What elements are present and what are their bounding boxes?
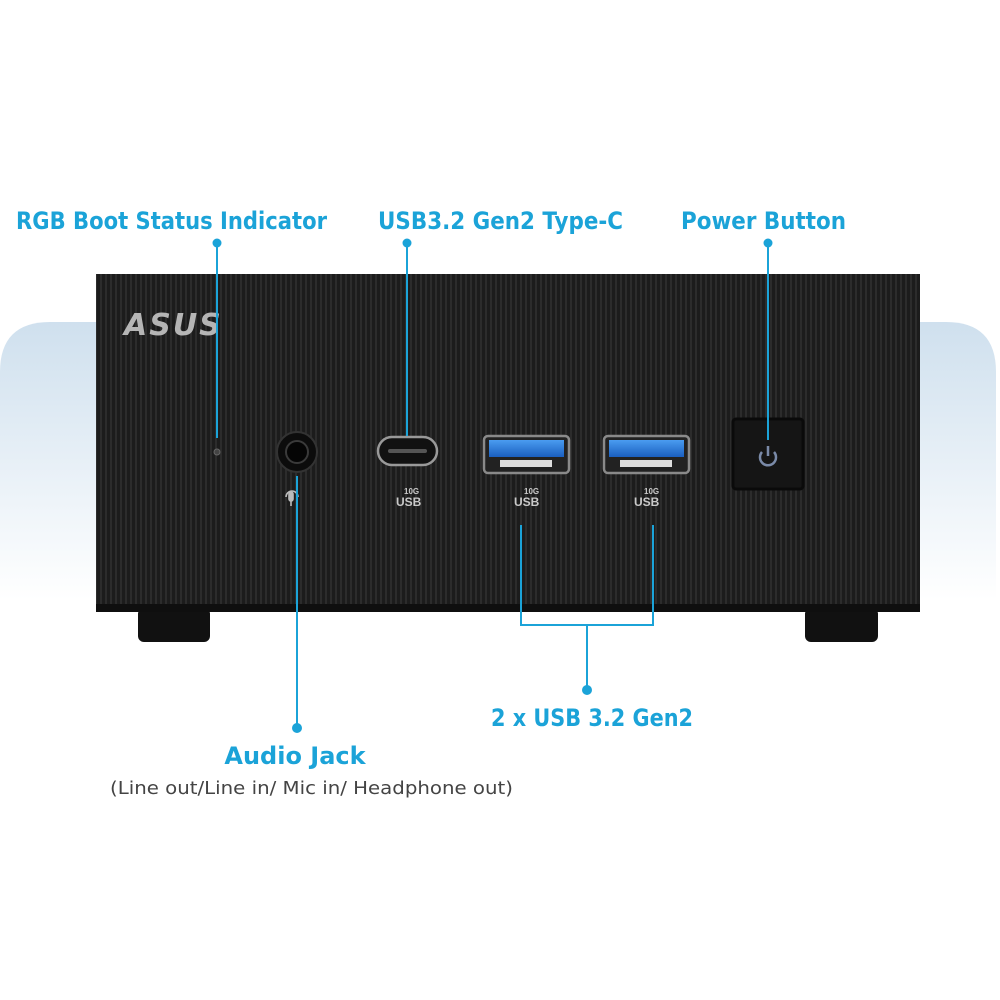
asus-logo: ASUS — [122, 308, 223, 343]
label-power-button: Power Button — [681, 207, 846, 235]
device-foot-right — [805, 608, 878, 642]
usb-a1-type-mark: USB — [514, 495, 540, 509]
usb-a2-speed-mark: 10G — [644, 487, 659, 496]
label-audio-jack: Audio Jack — [224, 742, 366, 770]
usb-a1-speed-mark: 10G — [524, 487, 539, 496]
usb-a-port-2 — [602, 434, 691, 475]
device-foot-left — [138, 608, 210, 642]
label-usb-c: USB3.2 Gen2 Type-C — [378, 207, 623, 235]
callout-lines — [216, 243, 769, 728]
usb-c-type-mark: USB — [396, 495, 422, 509]
rgb-led-indicator — [213, 448, 221, 456]
label-usb-a-pair: 2 x USB 3.2 Gen2 — [491, 704, 693, 732]
label-audio-jack-description: (Line out/Line in/ Mic in/ Headphone out… — [110, 778, 513, 799]
audio-jack-port — [276, 431, 318, 473]
usb-a2-type-mark: USB — [634, 495, 660, 509]
callout-dots — [212, 238, 773, 733]
usb-a-port-1 — [482, 434, 571, 475]
label-rgb-boot-status-indicator: RGB Boot Status Indicator — [16, 207, 327, 235]
usb-c-port — [376, 435, 439, 467]
power-icon — [758, 446, 778, 467]
usb-c-speed-mark: 10G — [404, 487, 419, 496]
